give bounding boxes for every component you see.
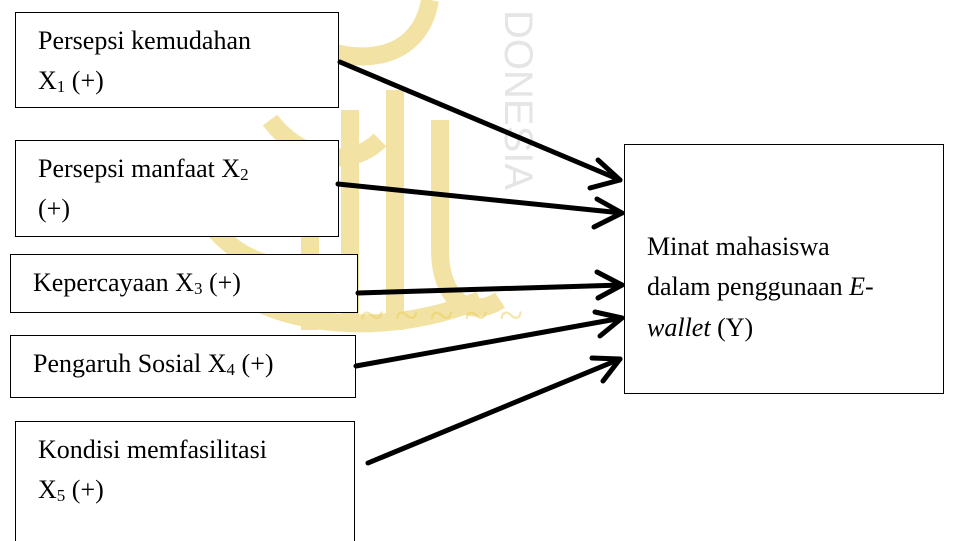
arrow-x2: [335, 181, 625, 230]
variable-box-x5: Kondisi memfasilitasi X5 (+): [15, 421, 355, 541]
arrow-x5: [365, 355, 623, 466]
variable-box-x4: Pengaruh Sosial X4 (+): [10, 335, 356, 398]
arrows-layer: [335, 59, 625, 466]
x2-line1: Persepsi manfaat X: [38, 154, 241, 183]
dependent-variable-box: Minat mahasiswa dalam penggunaan E- wall…: [624, 144, 944, 394]
variable-box-x2: Persepsi manfaat X2 (+): [15, 140, 339, 237]
arrow-x4: [353, 309, 625, 369]
variable-box-x1: Persepsi kemudahan X1 (+): [15, 12, 339, 108]
arrow-x3: [355, 269, 625, 301]
arrow-x1: [337, 59, 623, 191]
variable-box-x3: Kepercayaan X3 (+): [10, 254, 358, 313]
x1-line1: Persepsi kemudahan: [38, 26, 252, 55]
